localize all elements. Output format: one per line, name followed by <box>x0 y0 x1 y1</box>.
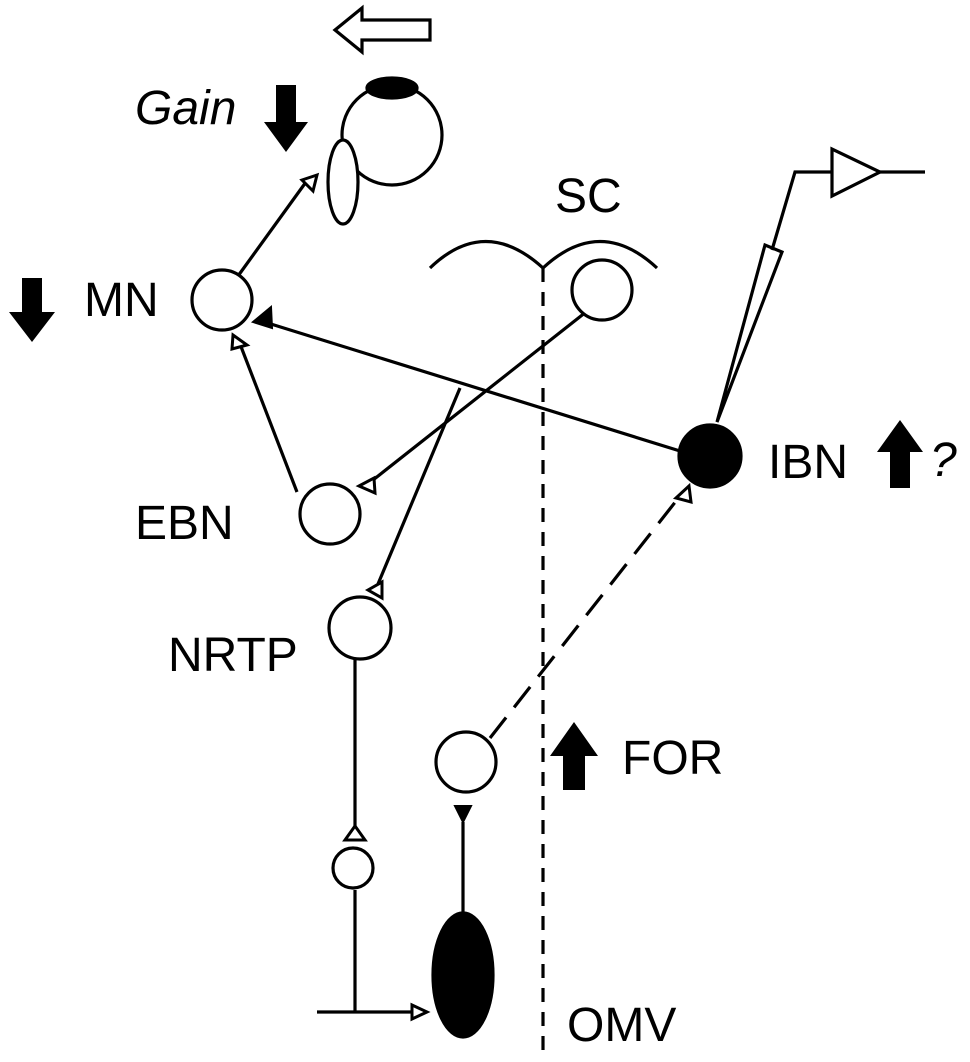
sc-label: SC <box>555 170 622 223</box>
synapse-sc-to-nrtp <box>364 579 384 601</box>
mn-decrease-arrow-icon <box>9 278 55 342</box>
synapse-sc-to-ebn <box>355 475 377 496</box>
gain-decrease-arrow-icon <box>264 85 308 152</box>
for-label: FOR <box>622 732 723 785</box>
eye-movement-direction-arrow <box>332 4 432 56</box>
neuron-triangle <box>830 146 884 199</box>
mn-label: MN <box>84 274 159 327</box>
ebn-cell <box>298 482 362 546</box>
gain-label: Gain <box>135 82 236 135</box>
ebn-label: EBN <box>135 497 234 550</box>
sc-cell <box>570 258 634 322</box>
synapse-nrtp-to-nucleus <box>342 823 368 842</box>
ibn-dendrite <box>715 242 785 423</box>
synapse-mossy-fiber-to-omv <box>410 1002 431 1022</box>
ebn-to-mn-axon <box>238 343 299 493</box>
synapse-ebn-to-mn <box>230 332 251 351</box>
for-cell <box>434 730 498 794</box>
neuron-axon-to-ibn <box>770 170 832 251</box>
mn-to-eye-muscle-axon <box>236 181 308 277</box>
for-increase-arrow-icon <box>550 722 598 790</box>
sc-to-ebn-axon <box>372 310 587 482</box>
ibn-question-label: ? <box>930 434 957 487</box>
synapse-ibn-to-mn <box>250 304 274 330</box>
nrtp-label: NRTP <box>168 629 298 682</box>
nucleus-cell <box>331 846 375 890</box>
for-to-ibn-axon <box>488 495 682 739</box>
superior-colliculus-right-arc <box>541 239 659 270</box>
ibn-cell <box>677 423 743 489</box>
synapse-for-to-ibn <box>672 482 693 505</box>
omv-cell <box>431 911 495 1039</box>
sc-to-nrtp-axon <box>376 387 462 585</box>
omv-label: OMV <box>567 999 676 1052</box>
ibn-to-mn-axon <box>257 318 681 453</box>
ibn-label: IBN <box>768 436 848 489</box>
synapse-omv-to-for <box>453 805 473 825</box>
nrtp-cell <box>327 595 393 661</box>
ibn-increase-arrow-icon <box>877 420 923 488</box>
mn-cell <box>190 268 254 332</box>
pupil-icon <box>365 76 419 100</box>
superior-colliculus-left-arc <box>428 239 545 270</box>
synapse-mn-to-eye-muscle <box>299 172 320 194</box>
eye-muscle <box>326 138 360 226</box>
